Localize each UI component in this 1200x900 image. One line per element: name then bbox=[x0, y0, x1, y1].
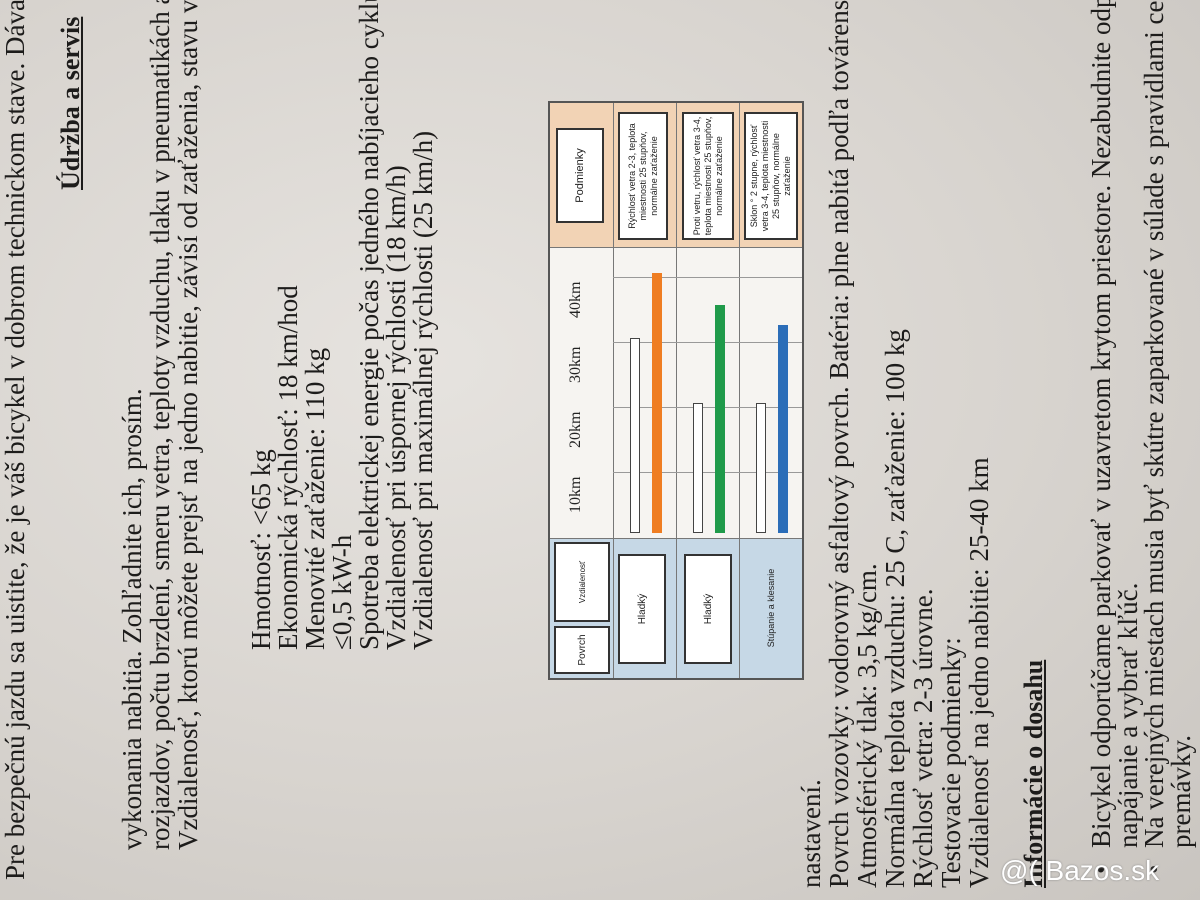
row3-surface: Stúpanie a klesanie bbox=[765, 568, 776, 648]
eco-speed-range: Vzdialenosť pri úspornej rýchlosti (18 k… bbox=[381, 165, 411, 650]
pressure-text: Atmosférický tlak: 3,5 kg/cm. bbox=[852, 563, 882, 888]
range-bar bbox=[778, 325, 788, 533]
consumption-value: ≤0,5 kW-h bbox=[327, 534, 357, 650]
tick-30km: 30km bbox=[567, 346, 584, 383]
outline-bar bbox=[630, 338, 640, 533]
surface-text-cont: nastavení. bbox=[796, 779, 826, 888]
row-divider bbox=[676, 103, 677, 678]
bullet-parking-cont: napájanie a vybrať kľúč. bbox=[1113, 582, 1143, 848]
bullet-public-cont: premávky. bbox=[1166, 735, 1196, 848]
tick-10km: 10km bbox=[567, 476, 584, 513]
row1-surface: Hladký bbox=[618, 554, 666, 664]
grid-line bbox=[613, 407, 802, 408]
header-conditions: Podmienky bbox=[556, 128, 604, 223]
range-paragraph-3: vykonania nabitia. Zohľadnite ich, prosí… bbox=[117, 388, 147, 850]
tick-20km: 20km bbox=[567, 411, 584, 448]
range-bar bbox=[652, 273, 662, 533]
eco-speed: Ekonomická rýchlosť: 18 km/hod bbox=[273, 285, 303, 650]
section-heading-range: Informácie o dosahu bbox=[1019, 659, 1048, 888]
temp-load-text: Normálna teplota vzduchu: 25 C, zaťaženi… bbox=[880, 329, 910, 888]
range-bar bbox=[715, 305, 725, 533]
maintenance-text: Pre bezpečnú jazdu sa uistite, že je váš… bbox=[0, 0, 30, 880]
rated-load: Menovité zaťaženie: 110 kg bbox=[300, 347, 330, 650]
header-distance: Vzdialenosť bbox=[554, 542, 610, 622]
bullet-parking: Bicykel odporúčame parkovať v uzavretom … bbox=[1086, 0, 1116, 848]
header-surface: Povrch bbox=[554, 626, 610, 674]
row-divider bbox=[613, 103, 614, 678]
row2-conditions: Proti vetru, rýchlosť vetra 3-4, teplota… bbox=[682, 112, 734, 240]
row3-conditions: Sklon ° 2 stupne, rýchlosť vetra 3-4, te… bbox=[744, 112, 798, 240]
consumption: Spotreba elektrickej energie počas jedné… bbox=[354, 0, 384, 650]
row2-surface: Hladký bbox=[684, 554, 732, 664]
range-table: Povrch Vzdialenosť Hladký Hladký Stúpani… bbox=[548, 101, 804, 680]
grid-line bbox=[613, 472, 802, 473]
max-speed-range: Vzdialenosť pri maximálnej rýchlosti (25… bbox=[408, 130, 438, 650]
test-conditions-label: Testovacie podmienky: bbox=[936, 637, 966, 888]
range-paragraph-1: Vzdialenosť, ktorú môžete prejsť na jedn… bbox=[173, 0, 203, 850]
row-divider bbox=[739, 103, 740, 678]
outline-bar bbox=[693, 403, 703, 533]
range-paragraph-2: rozjazdov, počtu brzdení, smeru vetra, t… bbox=[145, 0, 175, 850]
row1-conditions: Rýchlosť vetra 2-3, teplota miestnosti 2… bbox=[618, 112, 668, 240]
watermark-logo: @( Bazos.sk bbox=[1000, 855, 1160, 886]
tick-40km: 40km bbox=[567, 281, 584, 318]
wind-text: Rýchlosť vetra: 2-3 úrovne. bbox=[908, 588, 938, 888]
bullet-public: Na verejných miestach musia byť skútre z… bbox=[1139, 0, 1169, 848]
grid-line bbox=[613, 277, 802, 278]
maintenance-heading: Údržba a servis bbox=[56, 16, 85, 190]
outline-bar bbox=[756, 403, 766, 533]
grid-line bbox=[613, 342, 802, 343]
range-text: Vzdialenosť na jedno nabitie: 25-40 km bbox=[964, 457, 994, 888]
surface-text: Povrch vozovky: vodorovný asfaltový povr… bbox=[824, 0, 854, 888]
weight: Hmotnosť: <65 kg bbox=[246, 449, 276, 650]
